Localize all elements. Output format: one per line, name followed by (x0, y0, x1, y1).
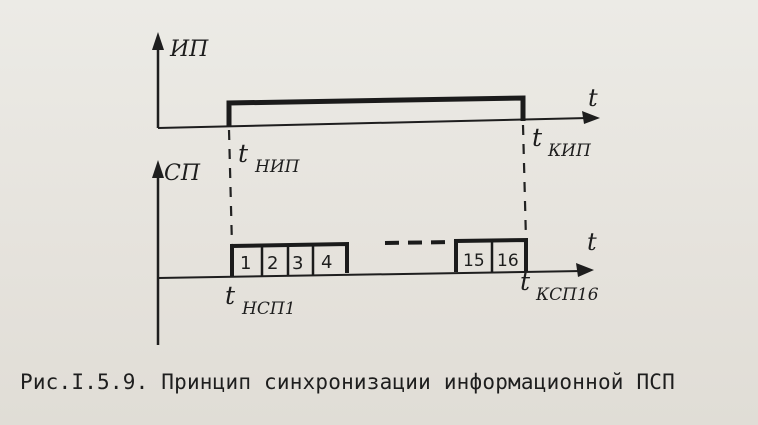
sp-time-label: t (587, 228, 597, 256)
t-nip-base: t (238, 139, 249, 168)
ip-time-axis (157, 117, 589, 129)
cell-3: 3 (292, 253, 303, 274)
ip-pulse (226, 95, 526, 126)
t-nip-sub: НИП (254, 157, 301, 177)
sp-frame-gap-dashed (384, 240, 456, 245)
sp-frame-right: 15 16 (454, 237, 528, 272)
sync-dashed-right (521, 124, 528, 241)
t-nsp1-base: t (225, 281, 236, 310)
sync-dashed-left (227, 129, 234, 247)
sp-axis-arrow (152, 160, 164, 178)
ip-time-label: t (588, 84, 598, 112)
sp-frame-left: 1 2 3 4 (230, 241, 349, 276)
t-nsp1-sub: НСП1 (241, 299, 295, 319)
t-kip-marker: t КИП (532, 123, 592, 161)
cell-16: 16 (497, 251, 519, 271)
t-ksp16-marker: t КСП16 (520, 267, 599, 305)
ip-axis-label: ИП (169, 37, 209, 62)
cell-2: 2 (267, 253, 278, 274)
t-nip-marker: t НИП (238, 139, 301, 177)
figure-caption: Рис.I.5.9. Принцип синхронизации информа… (20, 370, 675, 394)
sp-frame-right-outline (454, 237, 528, 272)
cell-4: 4 (321, 252, 332, 273)
ip-axis-arrow (152, 32, 164, 50)
sp-axis-label: СП (164, 161, 201, 186)
sp-frame-left-outline (230, 241, 349, 276)
t-ksp16-sub: КСП16 (535, 285, 599, 305)
ip-time-axis-arrow (582, 111, 600, 124)
cell-1: 1 (240, 253, 251, 274)
sp-time-axis-arrow (576, 263, 594, 277)
cell-15: 15 (463, 251, 485, 271)
t-kip-sub: КИП (547, 141, 592, 161)
t-ksp16-base: t (520, 267, 531, 296)
t-nsp1-marker: t НСП1 (225, 281, 295, 319)
t-kip-base: t (532, 123, 543, 152)
sp-time-axis (157, 270, 583, 279)
